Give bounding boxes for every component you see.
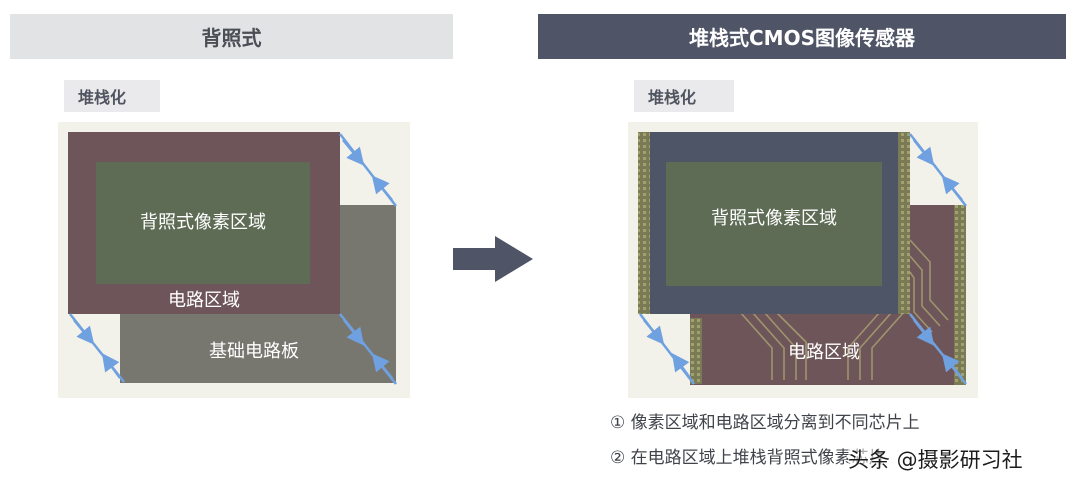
right-pixel-pad-strip-right bbox=[898, 132, 910, 314]
left-indicator-arrows bbox=[69, 133, 397, 385]
right-circuit-pad-strip-right bbox=[954, 205, 966, 385]
left-diagram: 背照式像素区域 电路区域 基础电路板 bbox=[58, 122, 410, 398]
right-circuit-pad-strip-left bbox=[690, 318, 702, 384]
note-2: ② 在电路区域上堆栈背照式像素芯片 bbox=[610, 448, 886, 468]
right-circuit-traces bbox=[739, 239, 949, 380]
left-pixel-area bbox=[96, 162, 310, 284]
left-circuit-area-label: 电路区域 bbox=[168, 290, 240, 311]
right-indicator-arrows bbox=[639, 133, 967, 385]
watermark: 头条 @摄影研习社 bbox=[848, 444, 1023, 474]
left-header: 背照式 bbox=[10, 14, 453, 59]
left-pixel-area-label: 背照式像素区域 bbox=[140, 212, 266, 233]
right-pixel-pad-strip-left bbox=[638, 132, 650, 314]
left-board-label: 基础电路板 bbox=[209, 341, 299, 362]
right-header: 堆栈式CMOS图像传感器 bbox=[538, 14, 1066, 59]
transition-arrow bbox=[453, 236, 533, 282]
right-stacking-tag: 堆栈化 bbox=[634, 80, 734, 112]
left-stacking-tag: 堆栈化 bbox=[64, 80, 160, 112]
right-circuit-area-label: 电路区域 bbox=[788, 342, 860, 363]
note-1: ① 像素区域和电路区域分离到不同芯片上 bbox=[610, 413, 920, 433]
right-pixel-area-label: 背照式像素区域 bbox=[711, 208, 837, 229]
right-pixel-area bbox=[666, 162, 882, 286]
right-diagram: 背照式像素区域 电路区域 bbox=[628, 122, 978, 398]
